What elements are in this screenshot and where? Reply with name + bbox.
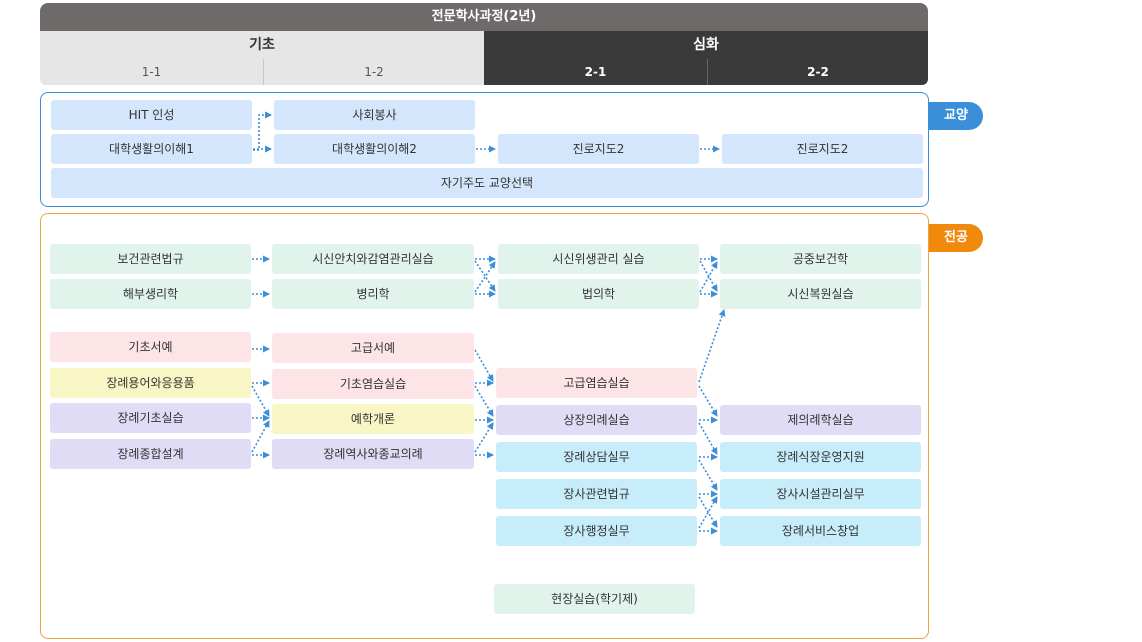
course-basic-shroud: 기초염습실습 bbox=[272, 369, 474, 399]
course-forensic-medicine: 법의학 bbox=[498, 279, 699, 309]
course-hit-character: HIT 인성 bbox=[51, 100, 252, 130]
course-funeral-law: 장사관련법규 bbox=[496, 479, 697, 509]
course-etiquette-intro: 예학개론 bbox=[272, 404, 474, 434]
course-funeral-administration: 장사행정실무 bbox=[496, 516, 697, 546]
arrow-hit-to-volunteer bbox=[253, 111, 272, 151]
course-career-guidance-2-1: 진로지도2 bbox=[498, 134, 699, 164]
arrow-basic-shroud-to-mourning bbox=[474, 385, 494, 417]
course-advanced-calligraphy: 고급서예 bbox=[272, 333, 474, 363]
course-funeral-design: 장례종합설계 bbox=[50, 439, 251, 469]
course-pathology: 병리학 bbox=[272, 279, 474, 309]
course-advanced-shroud: 고급염습실습 bbox=[496, 368, 697, 398]
course-health-law: 보건관련법규 bbox=[50, 244, 251, 274]
arrow-hygiene-to-restoration bbox=[699, 260, 718, 292]
course-anatomy: 해부생리학 bbox=[50, 279, 251, 309]
semester-1-2: 1-2 bbox=[264, 59, 484, 85]
arrow-pathology-to-hygiene bbox=[474, 261, 496, 293]
arrow-adv-callig-to-adv-shroud bbox=[474, 349, 494, 382]
course-funeral-counseling: 장례상담실무 bbox=[496, 442, 697, 472]
course-facility-management: 장사시설관리실무 bbox=[720, 479, 921, 509]
arrow-adv-shroud-to-ritual bbox=[698, 385, 718, 417]
arrow-adv-shroud-to-restoration bbox=[698, 309, 726, 383]
semester-2-2: 2-2 bbox=[708, 59, 928, 85]
course-body-safety-infection: 시신안치와감염관리실습 bbox=[272, 244, 474, 274]
course-body-hygiene: 시신위생관리 실습 bbox=[498, 244, 699, 274]
course-field-practice: 현장실습(학기제) bbox=[494, 584, 695, 614]
major-panel bbox=[40, 213, 929, 639]
course-college-life-2: 대학생활의이해2 bbox=[274, 134, 475, 164]
course-funeral-basic-practice: 장례기초실습 bbox=[50, 403, 251, 433]
course-ceremony-support: 장례식장운영지원 bbox=[720, 442, 921, 472]
program-title: 전문학사과정(2년) bbox=[40, 3, 928, 31]
semester-1-1: 1-1 bbox=[40, 59, 264, 85]
general-education-panel bbox=[40, 92, 929, 207]
arrow-body-safety-to-forensic bbox=[474, 260, 496, 292]
course-basic-calligraphy: 기초서예 bbox=[50, 332, 251, 362]
course-funeral-startup: 장례서비스창업 bbox=[720, 516, 921, 546]
stage-advanced-label: 심화 bbox=[484, 31, 928, 59]
arrow-design-to-etiquette bbox=[251, 420, 270, 453]
course-ritual-practice: 제의례학실습 bbox=[720, 405, 921, 435]
arrow-terms-to-etiquette bbox=[251, 385, 270, 417]
general-education-tag: 교양 bbox=[929, 102, 983, 130]
arrow-counseling-to-facility bbox=[698, 459, 718, 491]
course-body-restoration: 시신복원실습 bbox=[720, 279, 921, 309]
arrow-law-to-startup bbox=[698, 496, 718, 528]
semester-2-1: 2-1 bbox=[484, 59, 708, 85]
arrow-admin-to-facility bbox=[698, 496, 718, 529]
course-volunteer: 사회봉사 bbox=[274, 100, 475, 130]
course-funeral-history-religion: 장례역사와종교의례 bbox=[272, 439, 474, 469]
course-college-life-1: 대학생활의이해1 bbox=[51, 134, 252, 164]
stage-basic-label: 기초 bbox=[40, 31, 484, 59]
course-public-health: 공중보건학 bbox=[720, 244, 921, 274]
major-tag: 전공 bbox=[929, 224, 983, 252]
course-mourning-rites: 상장의례실습 bbox=[496, 405, 697, 435]
course-funeral-terms: 장례용어와응용품 bbox=[50, 368, 251, 398]
course-career-guidance-2-2: 진로지도2 bbox=[722, 134, 923, 164]
arrow-mourning-to-ceremony bbox=[698, 422, 718, 455]
arrow-history-to-mourning bbox=[474, 422, 494, 453]
arrow-forensic-to-public-health bbox=[699, 261, 718, 293]
course-self-directed-elective: 자기주도 교양선택 bbox=[51, 168, 923, 198]
